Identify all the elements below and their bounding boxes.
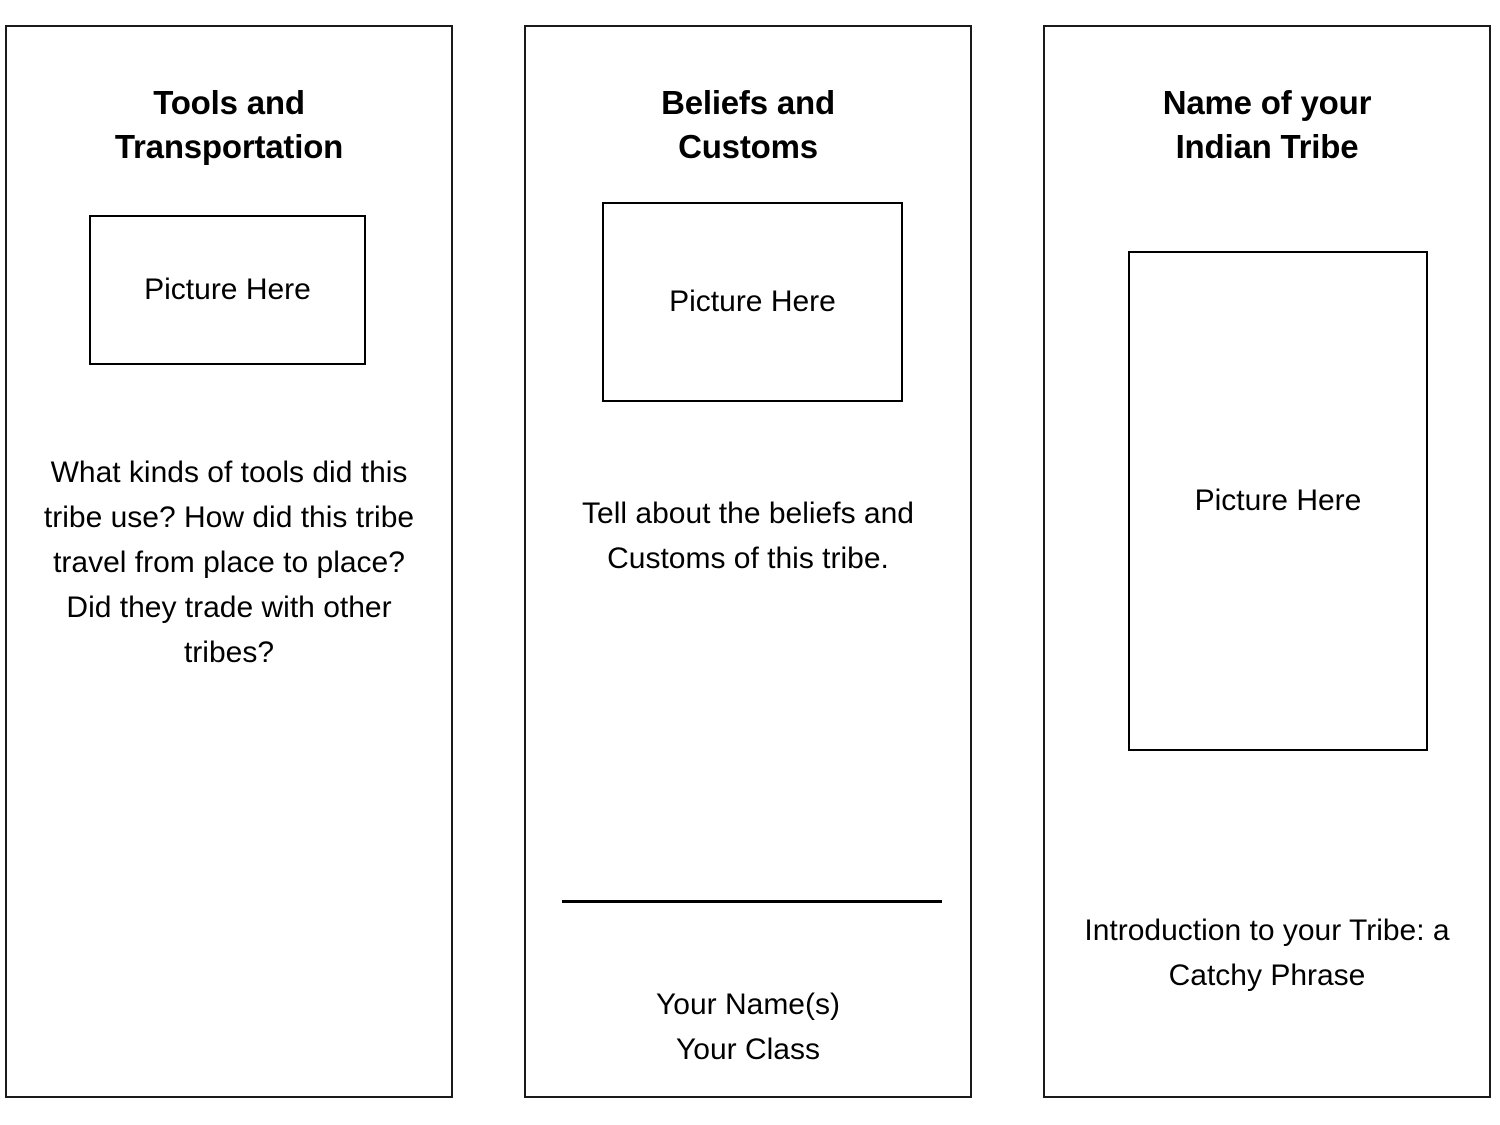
panel-body-text-tools: What kinds of tools did this tribe use? … xyxy=(43,456,415,669)
panel-name-of-your-indian-tribe: Name of your Indian Tribe Picture Here I… xyxy=(1043,25,1491,1098)
signature-name-and-class: Your Name(s) Your Class xyxy=(656,988,840,1066)
panel-title-tools-and-transportation: Tools and Transportation xyxy=(114,84,344,166)
picture-placeholder-box-cover[interactable]: Picture Here xyxy=(1128,251,1428,751)
picture-placeholder-label: Picture Here xyxy=(144,273,311,306)
picture-placeholder-label: Picture Here xyxy=(1194,484,1362,517)
panel-body-text-cover: Introduction to your Tribe: a Catchy Phr… xyxy=(1084,914,1450,992)
panel-title-beliefs-and-customs: Beliefs and Customs xyxy=(661,84,835,166)
panel-beliefs-and-customs: Beliefs and Customs Picture Here Tell ab… xyxy=(524,25,972,1098)
picture-placeholder-box-beliefs[interactable]: Picture Here xyxy=(602,202,903,402)
panel-body-text-beliefs: Tell about the beliefs and Customs of th… xyxy=(582,497,914,575)
panel-title-name-of-your-indian-tribe: Name of your Indian Tribe xyxy=(1162,84,1372,166)
picture-placeholder-box-tools[interactable]: Picture Here xyxy=(89,215,366,365)
signature-rule xyxy=(562,900,942,903)
panel-tools-and-transportation: Tools and Transportation Picture Here Wh… xyxy=(5,25,453,1098)
picture-placeholder-label: Picture Here xyxy=(669,285,836,318)
